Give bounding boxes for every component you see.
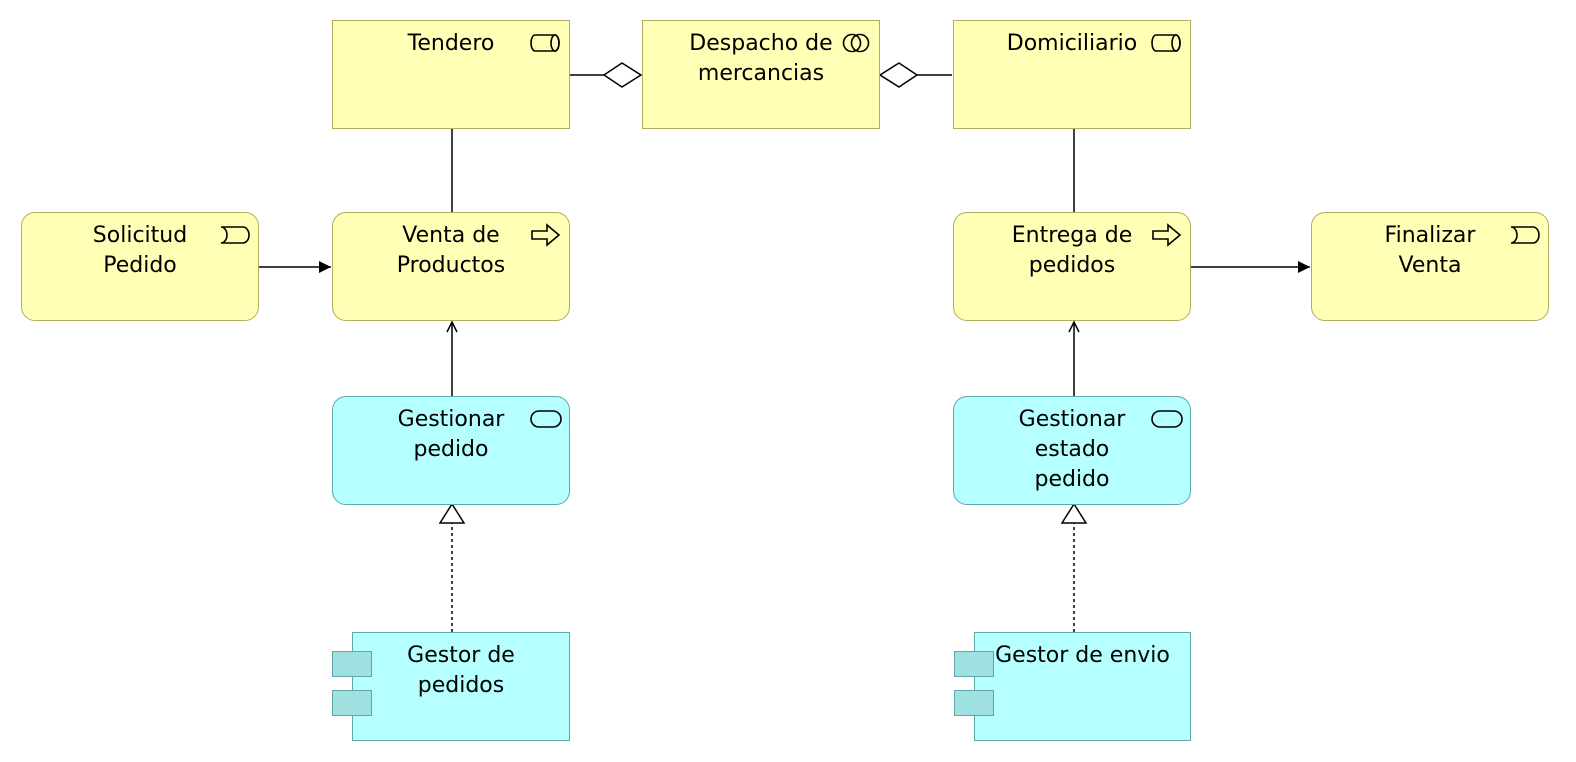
- node-gestor-pedidos-line-2: pedidos: [417, 673, 505, 698]
- node-venta-productos[interactable]: Venta de Productos: [332, 212, 570, 321]
- node-entrega-line-1: Entrega de: [1011, 223, 1133, 248]
- node-venta-label: Venta de Productos: [333, 221, 569, 281]
- node-despacho-line-2: mercancias: [697, 61, 825, 86]
- node-domiciliario[interactable]: Domiciliario: [953, 20, 1191, 129]
- component-icon: [954, 690, 994, 716]
- node-tendero[interactable]: Tendero: [332, 20, 570, 129]
- node-solicitud-label: Solicitud Pedido: [22, 221, 258, 281]
- node-entrega-pedidos[interactable]: Entrega de pedidos: [953, 212, 1191, 321]
- role-icon: [529, 31, 563, 55]
- node-gestor-envio[interactable]: Gestor de envio: [974, 632, 1191, 741]
- component-icon: [332, 690, 372, 716]
- node-domiciliario-label: Domiciliario: [954, 29, 1190, 59]
- node-despacho-line-1: Despacho de: [689, 31, 833, 56]
- collaboration-icon: [839, 31, 873, 55]
- node-finalizar-venta[interactable]: Finalizar Venta: [1311, 212, 1549, 321]
- service-icon: [529, 407, 563, 431]
- node-solicitud-line-2: Pedido: [103, 253, 177, 278]
- node-domiciliario-line-1: Domiciliario: [1006, 31, 1138, 56]
- node-venta-line-1: Venta de: [402, 223, 500, 248]
- node-solicitud-line-1: Solicitud: [92, 223, 188, 248]
- node-finalizar-line-1: Finalizar: [1384, 223, 1476, 248]
- node-despacho-label: Despacho de mercancias: [643, 29, 879, 89]
- node-gestionar-estado-pedido[interactable]: Gestionar estado pedido: [953, 396, 1191, 505]
- node-gestionar-pedido-line-1: Gestionar: [397, 407, 505, 432]
- event-icon: [218, 223, 252, 247]
- node-gestor-envio-label: Gestor de envio: [975, 641, 1190, 671]
- component-icon: [332, 651, 372, 677]
- component-icon: [954, 651, 994, 677]
- event-icon: [1508, 223, 1542, 247]
- node-venta-line-2: Productos: [396, 253, 506, 278]
- node-gestor-pedidos-line-1: Gestor de: [407, 643, 515, 668]
- node-entrega-line-2: pedidos: [1028, 253, 1116, 278]
- node-gestionar-pedido-label: Gestionar pedido: [333, 405, 569, 465]
- node-gestor-pedidos-label: Gestor de pedidos: [353, 641, 569, 701]
- node-despacho[interactable]: Despacho de mercancias: [642, 20, 880, 129]
- node-tendero-line-1: Tendero: [407, 31, 495, 56]
- node-finalizar-label: Finalizar Venta: [1312, 221, 1548, 281]
- node-entrega-label: Entrega de pedidos: [954, 221, 1190, 281]
- process-arrow-icon: [529, 223, 563, 247]
- node-gestionar-pedido-line-2: pedido: [413, 437, 489, 462]
- node-gestionar-estado-line-2: estado: [1034, 437, 1110, 462]
- node-gestionar-pedido[interactable]: Gestionar pedido: [332, 396, 570, 505]
- node-gestionar-estado-line-3: pedido: [1034, 467, 1110, 492]
- node-gestionar-estado-line-1: Gestionar: [1018, 407, 1126, 432]
- service-icon: [1150, 407, 1184, 431]
- node-gestor-envio-line-1: Gestor de envio: [995, 643, 1170, 668]
- node-finalizar-line-2: Venta: [1398, 253, 1462, 278]
- node-tendero-label: Tendero: [333, 29, 569, 59]
- node-gestionar-estado-label: Gestionar estado pedido: [954, 405, 1190, 495]
- node-solicitud-pedido[interactable]: Solicitud Pedido: [21, 212, 259, 321]
- node-gestor-pedidos[interactable]: Gestor de pedidos: [352, 632, 570, 741]
- role-icon: [1150, 31, 1184, 55]
- process-arrow-icon: [1150, 223, 1184, 247]
